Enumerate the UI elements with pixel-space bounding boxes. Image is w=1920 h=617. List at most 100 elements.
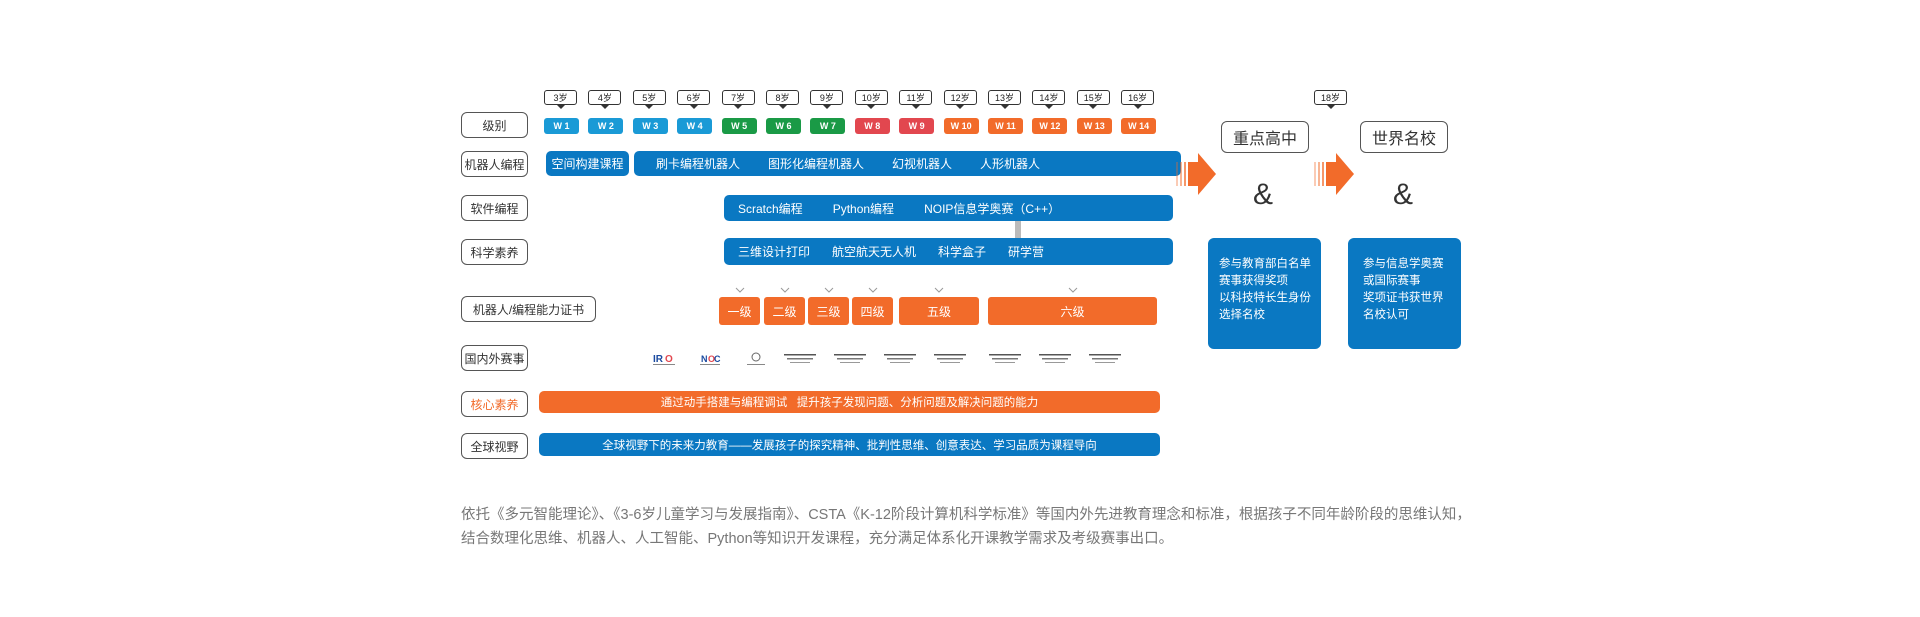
row-label-science: 科学素养	[461, 239, 528, 265]
chevron-down-icon	[780, 287, 789, 293]
info-line: 以科技特长生身份	[1219, 292, 1311, 304]
level-chip: W 5	[721, 118, 757, 134]
level-chip: W 12	[1032, 118, 1068, 134]
contest-logo	[830, 351, 870, 367]
chevron-down-icon	[934, 287, 944, 293]
info-line: 奖项证书获世界	[1363, 292, 1444, 304]
contest-wordmark-icon	[834, 354, 866, 363]
level-chip: W 1	[544, 118, 579, 134]
age-tag-18: 18岁	[1314, 90, 1347, 109]
course-item: 科学盒子	[938, 245, 987, 259]
level-chip: W 7	[810, 118, 846, 134]
contest-logo	[1085, 351, 1125, 367]
arrow-to-world-school-icon	[1314, 153, 1354, 195]
description-line-2: 结合数理化思维、机器人、人工智能、Python等知识开发课程，充分满足体系化开课…	[461, 531, 1174, 547]
svg-text:O: O	[708, 354, 715, 364]
level-chip: W 2	[588, 118, 624, 134]
level-chip: W 4	[677, 118, 713, 134]
contest-logo	[880, 351, 920, 367]
svg-text:IR: IR	[653, 354, 664, 365]
software-science-connector	[1015, 221, 1021, 238]
row-label-robot: 机器人编程	[461, 151, 528, 177]
arrow-to-high-school-icon	[1176, 153, 1216, 195]
info-line: 或国际赛事	[1363, 275, 1421, 287]
row-label-cert: 机器人/编程能力证书	[461, 296, 596, 322]
age-tag: 8岁	[766, 90, 799, 109]
course-item: 幻视机器人	[892, 157, 953, 171]
course-item: Scratch编程	[738, 201, 803, 216]
science-course-bar: 三维设计打印 航空航天无人机 科学盒子 研学营	[724, 238, 1173, 265]
cert-level: 二级	[764, 297, 805, 325]
contest-logo	[930, 351, 970, 367]
level-chip: W 14	[1121, 118, 1157, 134]
cert-level: 三级	[808, 297, 849, 325]
chevron-down-icon	[824, 287, 833, 293]
robot-space-course: 空间构建课程	[546, 151, 629, 176]
cert-level: 五级	[899, 297, 979, 325]
destination-high-school: 重点高中	[1221, 121, 1309, 153]
contest-logo	[1035, 351, 1075, 367]
row-label-software: 软件编程	[461, 195, 528, 221]
contest-emblem-icon	[747, 352, 765, 365]
chevron-down-icon	[1068, 287, 1077, 293]
cert-level: 六级	[988, 297, 1157, 325]
amp-world-school: &	[1393, 178, 1414, 211]
info-high-school: 参与教育部白名单 赛事获得奖项 以科技特长生身份 选择名校	[1208, 238, 1321, 349]
age-tag: 12岁	[943, 90, 977, 109]
info-line: 名校认可	[1363, 309, 1409, 321]
svg-text:N: N	[701, 354, 708, 364]
age-tag: 6岁	[677, 90, 711, 109]
robot-course-bar: 刷卡编程机器人 图形化编程机器人 幻视机器人 人形机器人	[634, 151, 1181, 176]
contest-logo	[736, 351, 776, 367]
age-tag: 15岁	[1076, 90, 1110, 109]
info-line: 参与信息学奥赛	[1363, 258, 1444, 270]
level-chip: W 13	[1076, 118, 1112, 134]
age-tag: 16岁	[1121, 90, 1155, 109]
course-item: 三维设计打印	[738, 245, 811, 259]
age-tag: 10岁	[854, 90, 888, 109]
contest-wordmark-icon	[1089, 354, 1121, 363]
row-label-global: 全球视野	[461, 433, 528, 459]
cert-level: 四级	[852, 297, 893, 325]
age-tag: 5岁	[632, 90, 666, 109]
course-item: Python编程	[832, 201, 895, 216]
contest-wordmark-icon	[989, 354, 1021, 363]
info-line: 选择名校	[1219, 309, 1265, 321]
contest-logo	[985, 351, 1025, 367]
age-tag: 11岁	[899, 90, 933, 109]
contest-wordmark-icon	[934, 354, 966, 363]
row-label-level: 级别	[461, 112, 528, 138]
course-item: 图形化编程机器人	[768, 157, 865, 171]
svg-text:C: C	[714, 354, 721, 364]
age-tag: 9岁	[810, 90, 844, 109]
age-tag: 7岁	[721, 90, 755, 109]
info-line: 赛事获得奖项	[1219, 275, 1288, 287]
chevron-down-icon	[735, 287, 744, 293]
core-text: 通过动手搭建与编程调试 提升孩子发现问题、分析问题及解决问题的能力	[660, 397, 1039, 409]
contest-wordmark-icon	[784, 354, 816, 363]
course-item: 航空航天无人机	[832, 245, 917, 259]
info-line: 参与教育部白名单	[1219, 258, 1311, 270]
course-item: 刷卡编程机器人	[656, 157, 741, 171]
core-bar: 通过动手搭建与编程调试 提升孩子发现问题、分析问题及解决问题的能力	[539, 391, 1160, 413]
contest-logo	[780, 351, 820, 367]
level-chip: W 10	[943, 118, 979, 134]
description-line-1: 依托《多元智能理论》、《3-6岁儿童学习与发展指南》、CSTA《K-12阶段计算…	[461, 507, 1471, 523]
level-chip: W 11	[988, 118, 1023, 134]
course-item: 研学营	[1008, 245, 1045, 259]
age-tag: 3岁	[544, 90, 577, 109]
course-item: 人形机器人	[980, 157, 1041, 171]
contest-wordmark-icon	[1039, 354, 1071, 363]
cert-level: 一级	[719, 297, 760, 325]
level-chip: W 9	[899, 118, 935, 134]
global-text: 全球视野下的未来力教育——发展孩子的探究精神、批判性思维、创意表达、学习品质为课…	[602, 439, 1097, 452]
robot-space-course-label: 空间构建课程	[551, 157, 624, 171]
amp-high-school: &	[1253, 178, 1274, 211]
level-chip: W 8	[854, 118, 890, 134]
age-tag: 4岁	[588, 90, 622, 109]
